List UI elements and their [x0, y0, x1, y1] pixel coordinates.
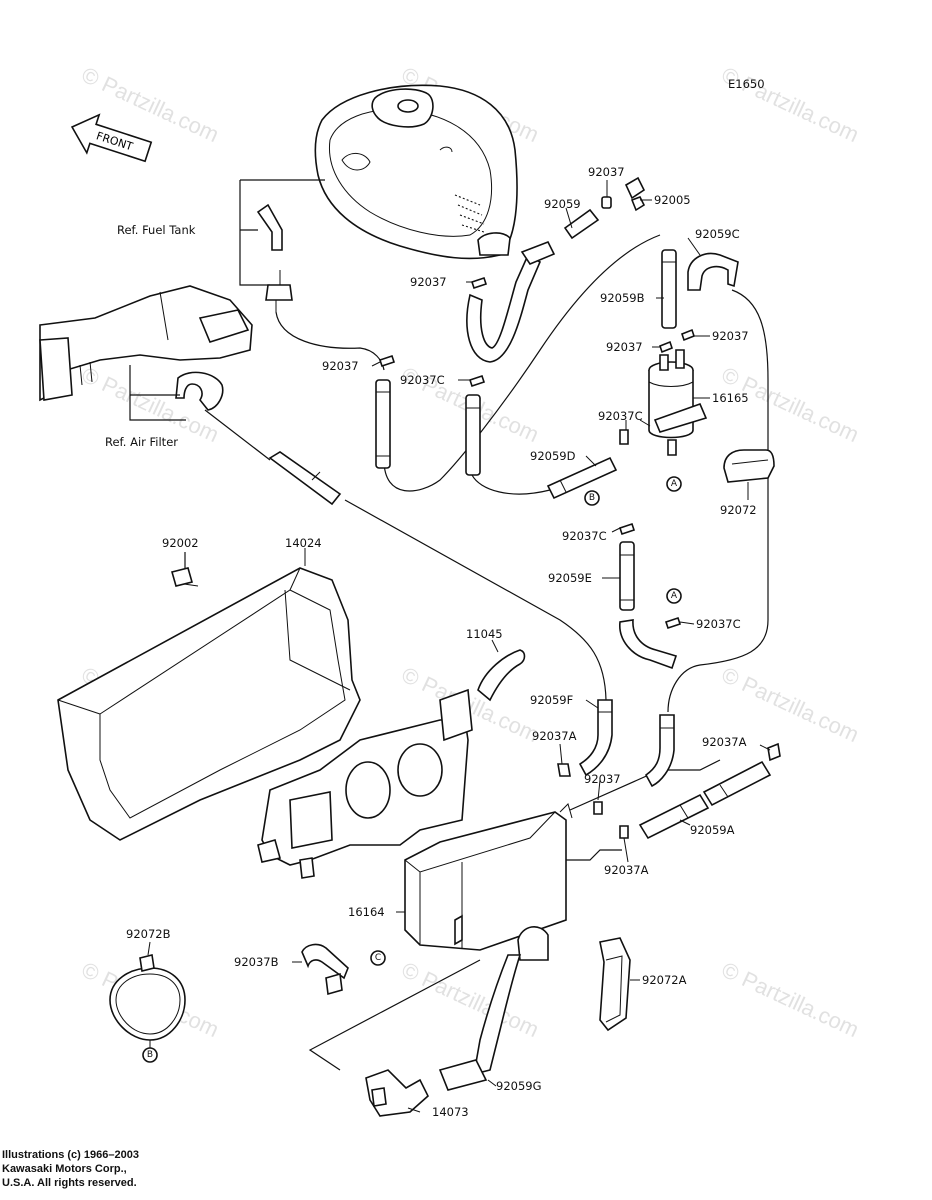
small-clips [378, 276, 781, 839]
part-label: 92037C [400, 373, 445, 387]
hose-92059-left [375, 379, 391, 469]
part-label: 92037C [598, 409, 643, 423]
part-label: 92072B [126, 927, 171, 941]
part-label: 92005 [654, 193, 691, 207]
hose-92059g [308, 926, 549, 1091]
part-label: 92037A [702, 735, 747, 749]
part-label: 92059E [548, 571, 592, 585]
copyright-line: Kawasaki Motors Corp., [2, 1163, 127, 1175]
watermark: © Partzilla.com [718, 62, 863, 147]
svg-text:A: A [671, 479, 678, 489]
part-label: 16164 [348, 905, 385, 919]
part-label: 14073 [432, 1105, 469, 1119]
fuel-tank-ref-bracket: Ref. Fuel Tank [117, 179, 325, 286]
hose-92059e [619, 541, 678, 670]
front-arrow-shape [70, 113, 153, 163]
screw-92002 [171, 552, 199, 587]
part-label: 92037A [604, 863, 649, 877]
ref-air-filter-label: Ref. Air Filter [105, 435, 178, 449]
part-label: 92059A [690, 823, 735, 837]
clamp-92072 [723, 449, 775, 483]
copyright-line: U.S.A. All rights reserved. [2, 1177, 137, 1189]
hose-92059-top [563, 176, 646, 240]
part-label: 92059 [544, 197, 581, 211]
svg-text:A: A [671, 591, 678, 601]
callout-b-top: B [584, 490, 600, 506]
bracket-11045 [257, 649, 526, 879]
part-label: 92037A [532, 729, 577, 743]
part-label: 16165 [712, 391, 749, 405]
diagram-code: E1650 [728, 77, 765, 91]
fitting-14073 [365, 1069, 429, 1117]
hose-92037c-vertical [465, 394, 481, 476]
part-label: 92002 [162, 536, 199, 550]
hose-92059a [638, 760, 772, 840]
part-label: 92037C [696, 617, 741, 631]
part-label: 92037 [712, 329, 749, 343]
part-label: 92059G [496, 1079, 542, 1093]
part-label: 92037B [234, 955, 279, 969]
tank-outlet-fitting [256, 203, 293, 312]
hose-92059c [687, 252, 739, 291]
cover-14024 [57, 567, 361, 841]
part-labels: 92037 92059 92005 92059C 92037 92059B 92… [126, 165, 757, 1119]
front-arrow: FRONT [70, 113, 153, 163]
canister-16164 [404, 803, 573, 951]
part-label: 14024 [285, 536, 322, 550]
air-vent-tube [268, 451, 342, 506]
part-label: 92037 [322, 359, 359, 373]
callout-a-lower: A [666, 588, 682, 604]
part-label: 11045 [466, 627, 503, 641]
part-label: 92059C [695, 227, 740, 241]
band-92072b [109, 954, 186, 1041]
part-label: 92072 [720, 503, 757, 517]
part-label: 92037 [588, 165, 625, 179]
hose-lines [204, 234, 769, 861]
part-label: 92072A [642, 973, 687, 987]
part-label: 92037C [562, 529, 607, 543]
svg-text:C: C [375, 953, 381, 963]
part-label: 92059B [600, 291, 645, 305]
copyright-notice: Illustrations (c) 1966–2003 Kawasaki Mot… [2, 1148, 139, 1190]
hose-92059d [546, 456, 618, 500]
hose-92059b [661, 249, 677, 329]
callout-a-pump: A [666, 476, 682, 492]
watermark: © Partzilla.com [718, 957, 863, 1042]
svg-text:B: B [589, 493, 595, 503]
svg-text:B: B [147, 1050, 153, 1060]
leader-lines [147, 180, 771, 1113]
hose-92059-right-lower [644, 714, 675, 788]
callout-c-clamp: C [370, 950, 386, 966]
fuel-pump [639, 349, 708, 456]
part-label: 92037 [584, 772, 621, 786]
copyright-line: Illustrations (c) 1966–2003 [2, 1149, 139, 1161]
ref-fuel-tank-label: Ref. Fuel Tank [117, 223, 196, 237]
watermark: © Partzilla.com [398, 957, 543, 1042]
part-label: 92037 [606, 340, 643, 354]
part-label: 92037 [410, 275, 447, 289]
air-filter: Ref. Air Filter [39, 285, 253, 449]
clamp-92037b [301, 943, 349, 996]
part-label: 92059F [530, 693, 573, 707]
part-label: 92059D [530, 449, 576, 463]
bracket-92072a [599, 937, 631, 1032]
fuel-tank [314, 84, 518, 260]
hose-92059f [578, 699, 613, 777]
callout-b-band: B [142, 1047, 158, 1063]
